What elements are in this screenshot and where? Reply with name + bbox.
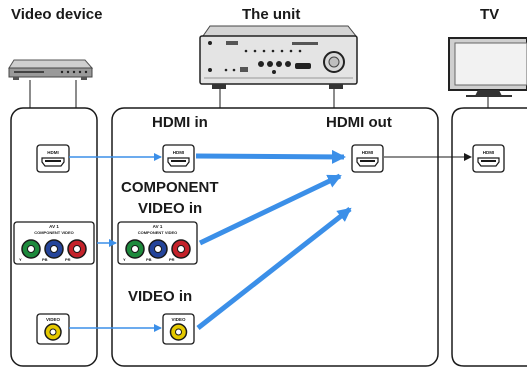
hdmi-jack-unit-in: HDMI [162,144,195,173]
component-jacks-source: AV 1 COMPONENT VIDEO Y PB PR [13,221,95,265]
tv-panel [451,107,527,367]
video-jack-unit: VIDEO [162,313,195,345]
component-signal-arrow [198,173,342,246]
tv-heading: TV [480,6,500,23]
video-in-label: VIDEO in [128,288,192,305]
y-label: Y [19,257,22,262]
hdmi-jack-label: HDMI [483,150,495,155]
video-device-panel [10,107,98,367]
pb-label: PB [146,257,152,262]
video-jack-source: VIDEO [36,313,70,345]
hdmi-signal-arrow [195,149,346,164]
hdmi-jack-tv: HDMI [472,144,505,173]
pr-label: PR [65,257,71,262]
hdmi-jack-label: HDMI [362,150,374,155]
hdmi-jack-label: HDMI [47,150,59,155]
tv-illustration [448,37,527,97]
composite-signal-arrow [196,207,352,330]
component-video-label: COMPONENT VIDEO [138,230,178,235]
component-video-label: COMPONENT VIDEO [34,230,74,235]
video-jack-label: VIDEO [46,317,61,322]
video-device-illustration [8,59,94,80]
component-label-line2: VIDEO in [138,200,202,217]
pb-label: PB [42,257,48,262]
hdmi-jack-label: HDMI [173,150,185,155]
hdmi-jack-source: HDMI [36,144,70,173]
the-unit-heading: The unit [242,6,301,23]
video-jack-label: VIDEO [171,317,186,322]
component-label-line1: COMPONENT [121,179,219,196]
hdmi-jack-unit-out: HDMI [351,144,384,173]
component-jacks-unit: AV 1 COMPONENT VIDEO Y PB PR [117,221,198,265]
av1-label: AV 1 [49,224,59,229]
hdmi-in-label: HDMI in [152,114,208,131]
av1-label: AV 1 [153,224,163,229]
hdmi-out-label: HDMI out [326,114,392,131]
pr-label: PR [169,257,175,262]
device-stands [29,80,489,108]
y-label: Y [123,257,126,262]
av-receiver-illustration [199,25,358,89]
video-device-heading: Video device [11,6,103,23]
unit-panel [111,107,439,367]
